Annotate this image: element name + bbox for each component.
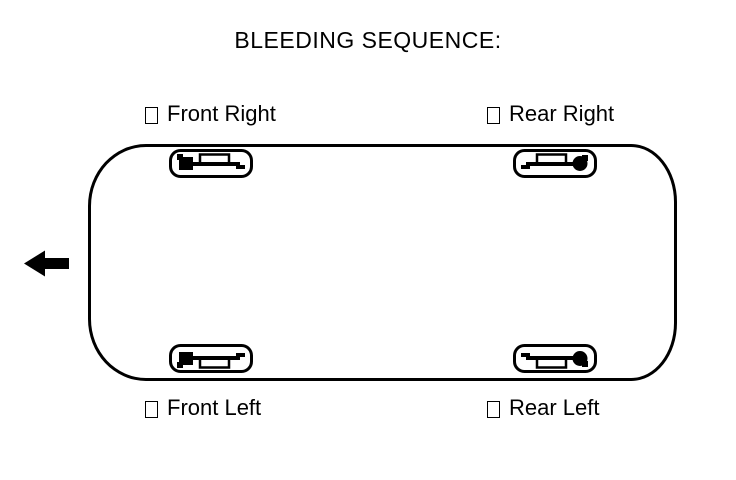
empty-box-glyph-icon <box>145 106 158 124</box>
car-body-outline <box>88 144 677 381</box>
label-front-left-text: Front Left <box>167 395 262 420</box>
label-front-left: Front Left <box>145 396 261 420</box>
label-rear-right-text: Rear Right <box>509 101 615 126</box>
wheel-caliper-front-right-icon <box>169 149 253 178</box>
label-front-right: Front Right <box>145 102 276 126</box>
label-rear-right: Rear Right <box>487 102 614 126</box>
label-rear-left: Rear Left <box>487 396 600 420</box>
label-front-right-text: Front Right <box>167 101 276 126</box>
direction-left-arrow-icon <box>24 250 69 277</box>
wheel-caliper-rear-left-icon <box>513 344 597 373</box>
empty-box-glyph-icon <box>487 106 500 124</box>
label-rear-left-text: Rear Left <box>509 395 600 420</box>
wheel-caliper-rear-right-icon <box>513 149 597 178</box>
wheel-caliper-front-left-icon <box>169 344 253 373</box>
empty-box-glyph-icon <box>487 400 500 418</box>
empty-box-glyph-icon <box>145 400 158 418</box>
diagram-title: BLEEDING SEQUENCE: <box>234 27 502 53</box>
